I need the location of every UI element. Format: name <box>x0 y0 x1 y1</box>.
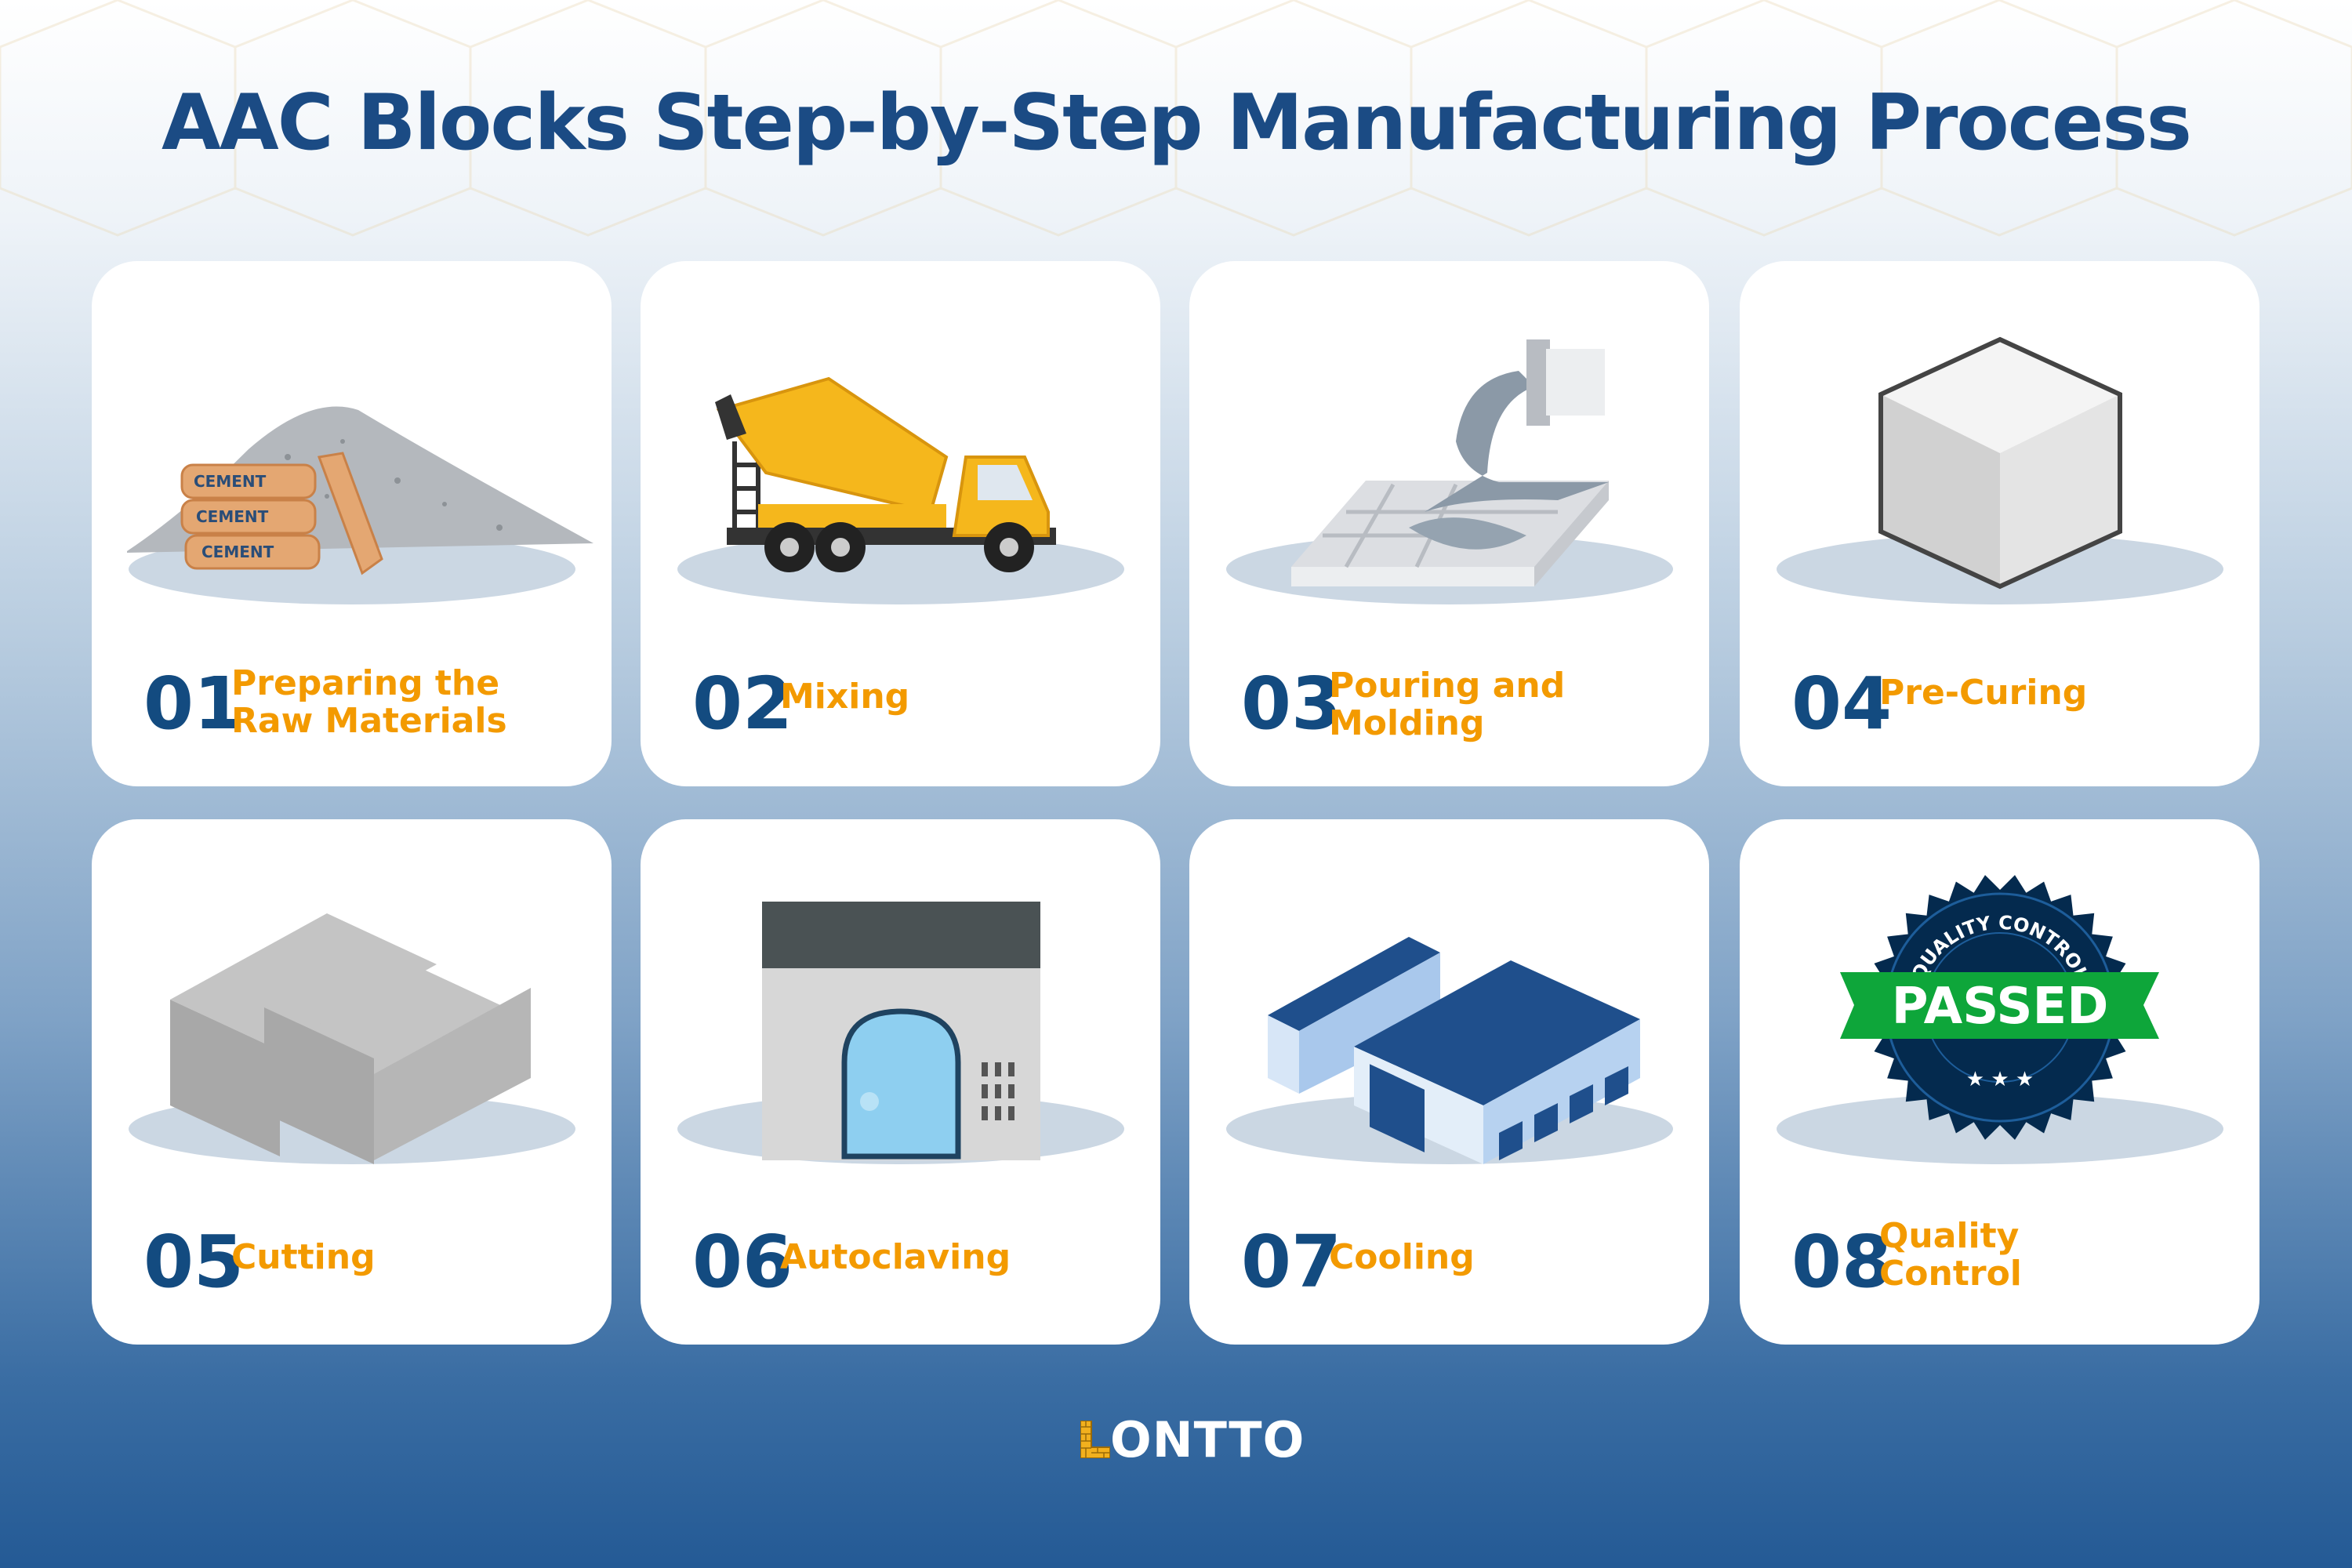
svg-text:★ ★ ★: ★ ★ ★ <box>1966 1068 2034 1091</box>
step-number: 03 <box>1241 662 1342 746</box>
svg-text:CEMENT: CEMENT <box>201 543 274 561</box>
step-number: 04 <box>1791 662 1893 746</box>
step-label-line: Control <box>1879 1254 2022 1294</box>
warehouse-icon <box>1226 937 1673 1164</box>
step-label-line: Autoclaving <box>780 1237 1011 1277</box>
cut-blocks-icon <box>129 913 575 1164</box>
step-label-line: Raw Materials <box>231 701 507 741</box>
brick-l-icon <box>1080 1421 1110 1458</box>
step-card-06: 06 Autoclaving <box>641 819 1160 1345</box>
svg-text:CEMENT: CEMENT <box>196 507 269 526</box>
pouring-mold-icon <box>1226 339 1673 604</box>
autoclave-icon <box>677 902 1124 1164</box>
step-card-05: 05 Cutting <box>92 819 612 1345</box>
step-label-line: Cooling <box>1329 1237 1475 1277</box>
step-label-line: Mixing <box>780 677 910 717</box>
step-number: 02 <box>692 662 793 746</box>
step-card-01: CEMENT CEMENT CEMENT 01 Preparing the Ra… <box>92 261 612 786</box>
step-label-line: Preparing the <box>231 663 500 703</box>
step-label-line: Pre-Curing <box>1879 673 2088 713</box>
cement-bags-icon: CEMENT CEMENT CEMENT <box>127 406 593 604</box>
step-number: 07 <box>1241 1220 1342 1304</box>
step-card-02: 02 Mixing <box>641 261 1160 786</box>
step-label-line: Pouring and <box>1329 666 1566 706</box>
background-pattern <box>0 0 2352 237</box>
step-card-04: 04 Pre-Curing <box>1740 261 2259 786</box>
step-card-08: QUALITY CONTROL PASSED ★ ★ ★ 08 Quality … <box>1740 819 2259 1345</box>
svg-text:CEMENT: CEMENT <box>194 472 267 491</box>
page-title: AAC Blocks Step-by-Step Manufacturing Pr… <box>162 78 2192 168</box>
step-card-03: 03 Pouring and Molding <box>1189 261 1709 786</box>
lontto-logo: ONTTO <box>1080 1411 1305 1468</box>
step-number: 05 <box>143 1220 245 1304</box>
step-label-line: Quality <box>1879 1216 2020 1256</box>
step-number: 06 <box>692 1220 793 1304</box>
step-card-07: 07 Cooling <box>1189 819 1709 1345</box>
cube-icon <box>1777 336 2223 604</box>
step-number: 08 <box>1791 1220 1893 1304</box>
quality-badge-icon: QUALITY CONTROL PASSED ★ ★ ★ <box>1777 875 2223 1164</box>
step-label-line: Molding <box>1329 703 1485 743</box>
svg-text:PASSED: PASSED <box>1892 978 2109 1036</box>
logo-text: ONTTO <box>1110 1410 1305 1468</box>
step-number: 01 <box>143 662 245 746</box>
step-label-line: Cutting <box>231 1237 376 1277</box>
concrete-mixer-truck-icon <box>677 376 1124 604</box>
